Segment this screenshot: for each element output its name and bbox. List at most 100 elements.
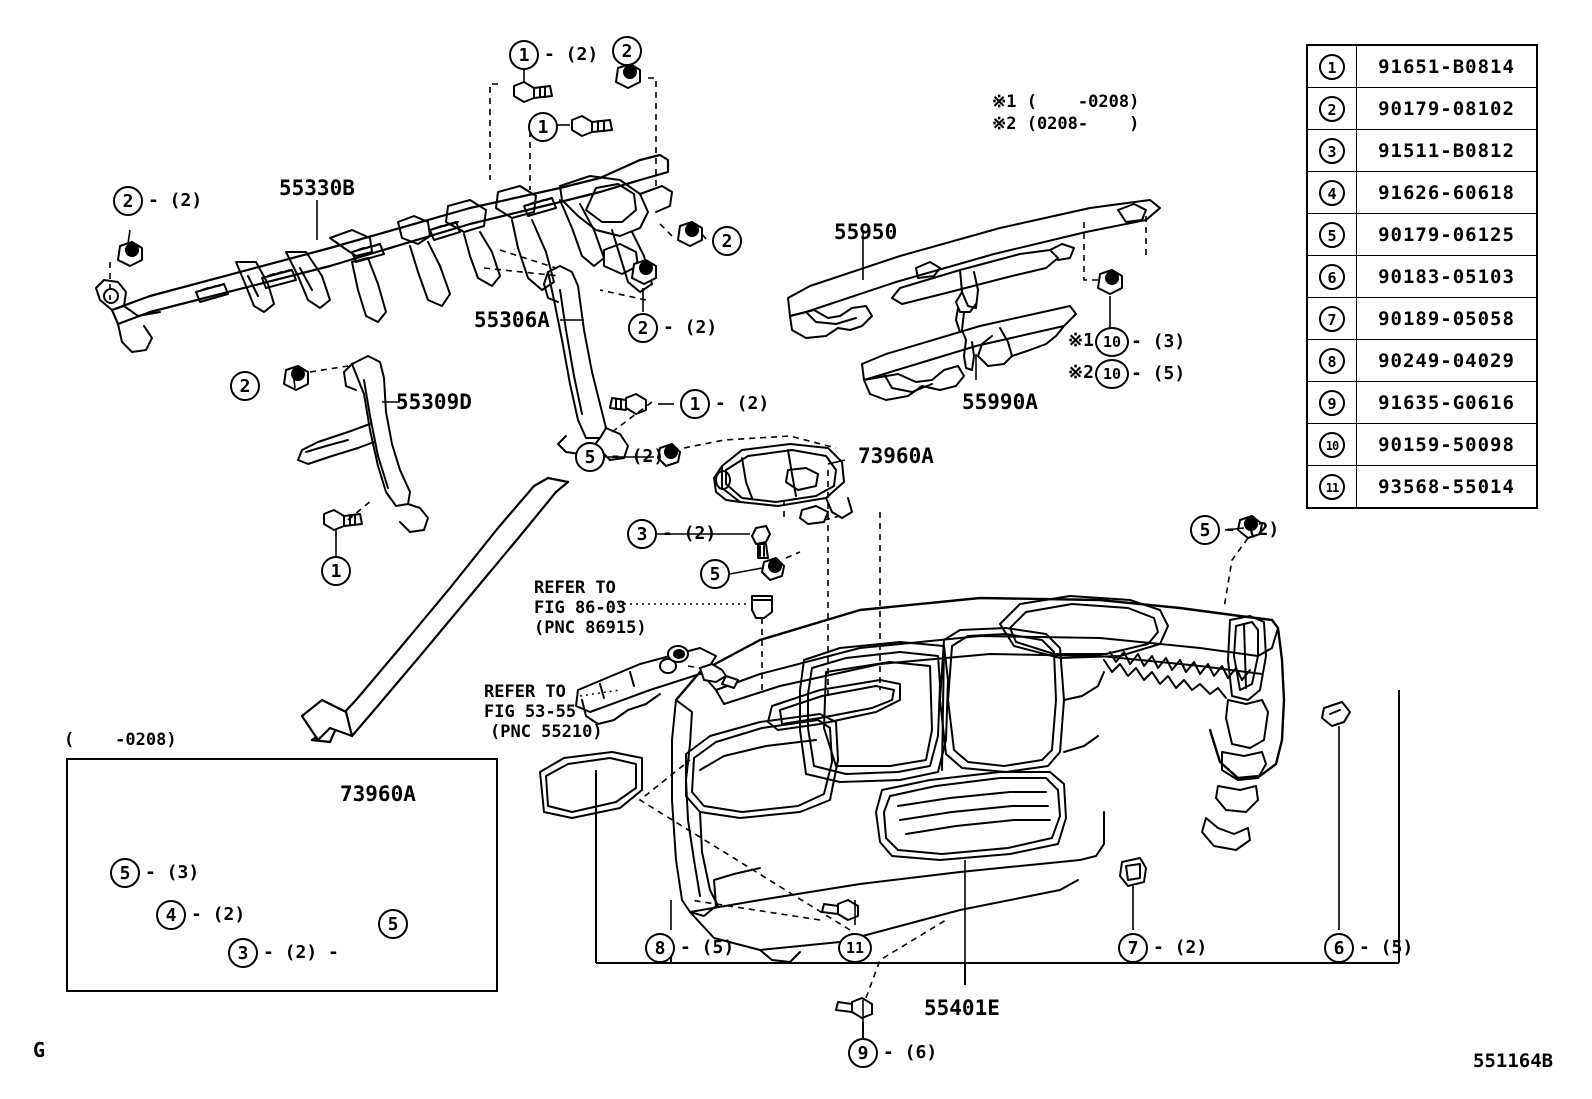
callout-10-a[interactable]: 10 xyxy=(1095,327,1129,357)
callout-5-dash[interactable]: 5 xyxy=(1190,515,1220,545)
table-row: 3 91511-B0812 xyxy=(1306,129,1538,172)
callout-9-bottom-qty: - (6) xyxy=(883,1042,938,1063)
callout-3-inset[interactable]: 3 xyxy=(228,938,258,968)
parts-table-number-cell: 91511-B0812 xyxy=(1356,129,1538,172)
part-label-55330B: 55330B xyxy=(279,176,355,200)
date-note-2: ※2 (0208- ) xyxy=(992,114,1140,134)
callout-4-inset[interactable]: 4 xyxy=(156,900,186,930)
callout-8-bottom[interactable]: 8 xyxy=(645,933,675,963)
parts-table-number-cell: 90189-05058 xyxy=(1356,297,1538,340)
refer-note-2-line1: REFER TO xyxy=(484,682,566,702)
table-row: 8 90249-04029 xyxy=(1306,339,1538,382)
callout-circle: 1 xyxy=(1319,53,1345,80)
callout-6-bottom-qty: - (5) xyxy=(1359,937,1414,958)
callout-2-mid-right[interactable]: 2 xyxy=(712,226,742,256)
part-label-55306A: 55306A xyxy=(474,308,550,332)
parts-table-number-cell: 90249-04029 xyxy=(1356,339,1538,382)
figure-id: 551164B xyxy=(1473,1050,1554,1072)
callout-7-bottom-qty: - (2) xyxy=(1153,937,1208,958)
inset-part-label-73960A: 73960A xyxy=(340,782,416,806)
table-row: 5 90179-06125 xyxy=(1306,213,1538,256)
parts-table-number-cell: 90179-08102 xyxy=(1356,87,1538,130)
parts-table: 1 91651-B0814 2 90179-08102 3 91511-B0812 4 916… xyxy=(1306,44,1538,509)
refer-note-1-line2: FIG 86-03 xyxy=(534,598,627,618)
callout-2-mid-bottom[interactable]: 2 xyxy=(628,313,658,343)
callout-2-top-a[interactable]: 2 xyxy=(612,36,642,66)
parts-table-ref-cell: 2 xyxy=(1306,87,1357,130)
callout-5-airbag-a-qty: - (2) xyxy=(610,446,665,467)
callout-10-a-prefix: ※1 xyxy=(1068,330,1094,351)
callout-1-top-b[interactable]: 1 xyxy=(528,112,558,142)
callout-circle: 2 xyxy=(1319,95,1345,122)
parts-table-number-cell: 91635-G0616 xyxy=(1356,381,1538,424)
callout-3-airbag[interactable]: 3 xyxy=(627,519,657,549)
parts-table-ref-cell: 1 xyxy=(1306,44,1357,88)
callout-1-brace-qty: - (2) xyxy=(715,393,770,414)
callout-2-top-left-qty: - (2) xyxy=(148,190,203,211)
callout-circle: 6 xyxy=(1319,263,1345,290)
parts-table-ref-cell: 11 xyxy=(1306,465,1357,509)
part-label-55401E: 55401E xyxy=(924,996,1000,1020)
table-row: 9 91635-G0616 xyxy=(1306,381,1538,424)
table-row: 7 90189-05058 xyxy=(1306,297,1538,340)
parts-table-ref-cell: 6 xyxy=(1306,255,1357,298)
callout-10-b-qty: - (5) xyxy=(1131,363,1186,384)
callout-1-top-a[interactable]: 1 xyxy=(509,40,539,70)
parts-table-ref-cell: 7 xyxy=(1306,297,1357,340)
callout-5-airbag-a[interactable]: 5 xyxy=(575,442,605,472)
callout-10-b-prefix: ※2 xyxy=(1068,362,1094,383)
date-note-1: ※1 ( -0208) xyxy=(992,92,1140,112)
callout-circle: 10 xyxy=(1319,431,1345,458)
callout-5-dash-qty: - (2) xyxy=(1225,519,1280,540)
callout-10-a-qty: - (3) xyxy=(1131,331,1186,352)
callout-11-bottom[interactable]: 11 xyxy=(838,933,872,963)
parts-table-ref-cell: 4 xyxy=(1306,171,1357,214)
callout-1-left[interactable]: 1 xyxy=(321,556,351,586)
callout-circle: 4 xyxy=(1319,179,1345,206)
parts-table-ref-cell: 5 xyxy=(1306,213,1357,256)
callout-6-bottom[interactable]: 6 xyxy=(1324,933,1354,963)
callout-8-bottom-qty: - (5) xyxy=(680,937,735,958)
table-row: 10 90159-50098 xyxy=(1306,423,1538,466)
parts-table-number-cell: 91626-60618 xyxy=(1356,171,1538,214)
callout-10-b[interactable]: 10 xyxy=(1095,359,1129,389)
refer-note-2-line2: FIG 53-55 xyxy=(484,702,577,722)
callout-circle: 5 xyxy=(1319,221,1345,248)
callout-7-bottom[interactable]: 7 xyxy=(1118,933,1148,963)
table-row: 4 91626-60618 xyxy=(1306,171,1538,214)
parts-table-number-cell: 91651-B0814 xyxy=(1356,44,1538,88)
parts-table-number-cell: 90179-06125 xyxy=(1356,213,1538,256)
parts-table-number-cell: 90183-05103 xyxy=(1356,255,1538,298)
parts-table-ref-cell: 10 xyxy=(1306,423,1357,466)
callout-circle: 11 xyxy=(1319,473,1345,500)
inset-date-range: ( -0208) xyxy=(64,730,177,750)
callout-circle: 7 xyxy=(1319,305,1345,332)
callout-1-brace[interactable]: 1 xyxy=(680,389,710,419)
parts-table-ref-cell: 8 xyxy=(1306,339,1357,382)
refer-note-1-line1: REFER TO xyxy=(534,578,616,598)
table-row: 6 90183-05103 xyxy=(1306,255,1538,298)
table-row: 11 93568-55014 xyxy=(1306,465,1538,509)
callout-2-mid-bottom-qty: - (2) xyxy=(663,317,718,338)
callout-5-airbag-b[interactable]: 5 xyxy=(700,559,730,589)
parts-table-ref-cell: 3 xyxy=(1306,129,1357,172)
callout-circle: 9 xyxy=(1319,389,1345,416)
table-row: 1 91651-B0814 xyxy=(1306,44,1538,88)
callout-9-bottom[interactable]: 9 xyxy=(848,1038,878,1068)
callout-5-inset-a-qty: - (3) xyxy=(145,862,200,883)
callout-5-inset-b[interactable]: 5 xyxy=(378,909,408,939)
callout-circle: 3 xyxy=(1319,137,1345,164)
parts-table-number-cell: 93568-55014 xyxy=(1356,465,1538,509)
callout-circle: 8 xyxy=(1319,347,1345,374)
parts-table-body: 1 91651-B0814 2 90179-08102 3 91511-B0812 4 916… xyxy=(1306,44,1538,509)
part-label-73960A: 73960A xyxy=(858,444,934,468)
callout-2-left[interactable]: 2 xyxy=(230,371,260,401)
corner-mark: G xyxy=(33,1038,46,1062)
part-label-55990A: 55990A xyxy=(962,390,1038,414)
parts-table-number-cell: 90159-50098 xyxy=(1356,423,1538,466)
callout-3-inset-qty: - (2) - xyxy=(263,942,339,963)
callout-3-airbag-qty: - (2) xyxy=(662,523,717,544)
callout-5-inset-a[interactable]: 5 xyxy=(110,858,140,888)
callout-2-top-left[interactable]: 2 xyxy=(113,186,143,216)
